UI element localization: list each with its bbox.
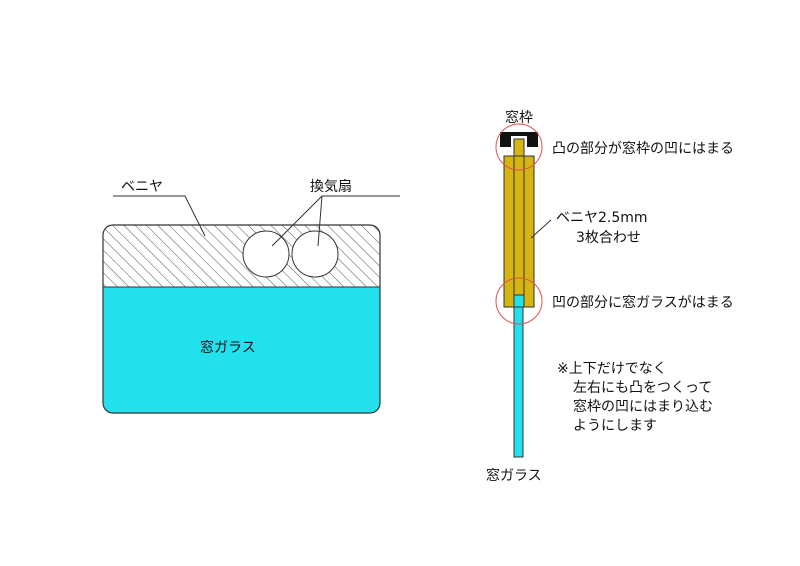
- veneer-leader-line: [113, 195, 206, 237]
- veneer-tongue: [513, 138, 525, 157]
- window-front-view: ベニヤ 換気扇 窓ガラス: [102, 179, 400, 414]
- veneer-note-line-1: ベニヤ2.5mm: [556, 210, 648, 226]
- glass-strip: [513, 306, 524, 458]
- window-frame: [500, 132, 538, 147]
- bottom-highlight-circle: [495, 277, 543, 325]
- fan-leader-line-1: [271, 195, 323, 247]
- veneer-outer-left: [503, 155, 515, 308]
- extra-note-line-1: ※上下だけでなく: [557, 361, 667, 377]
- bottom-note: 凹の部分に窓ガラスがはまる: [552, 294, 734, 311]
- veneer-panel: [103, 225, 380, 287]
- veneer-note-leader-line: [530, 219, 552, 239]
- fan-leader-line-2: [317, 195, 323, 247]
- window-glass: [103, 287, 380, 413]
- top-highlight-circle: [495, 123, 543, 171]
- veneer-outer-right: [523, 155, 535, 308]
- glass-strip-label: 窓ガラス: [486, 467, 542, 484]
- extra-note-line-4: ようにします: [573, 418, 657, 434]
- veneer-core: [513, 155, 525, 308]
- frame-label: 窓枠: [505, 109, 533, 126]
- extra-note-line-2: 左右にも凸をつくって: [573, 380, 712, 396]
- fan-hole-2: [291, 230, 339, 278]
- fan-hole-1: [242, 230, 290, 278]
- veneer-note-line-2: 3枚合わせ: [576, 230, 641, 246]
- fan-label: 換気扇: [310, 179, 352, 195]
- veneer-label: ベニヤ: [121, 179, 163, 195]
- glass-label: 窓ガラス: [200, 339, 256, 356]
- top-note: 凸の部分が窓枠の凹にはまる: [552, 140, 734, 157]
- cross-section-view: 窓枠 凸の部分が窓枠の凹にはまる ベニヤ2.5mm 3枚合わせ 凹の部分に窓ガラ…: [486, 109, 734, 484]
- veneer-groove: [513, 294, 525, 308]
- window-outline: [102, 224, 381, 414]
- extra-note-line-3: 窓枠の凹にはまり込む: [573, 398, 713, 415]
